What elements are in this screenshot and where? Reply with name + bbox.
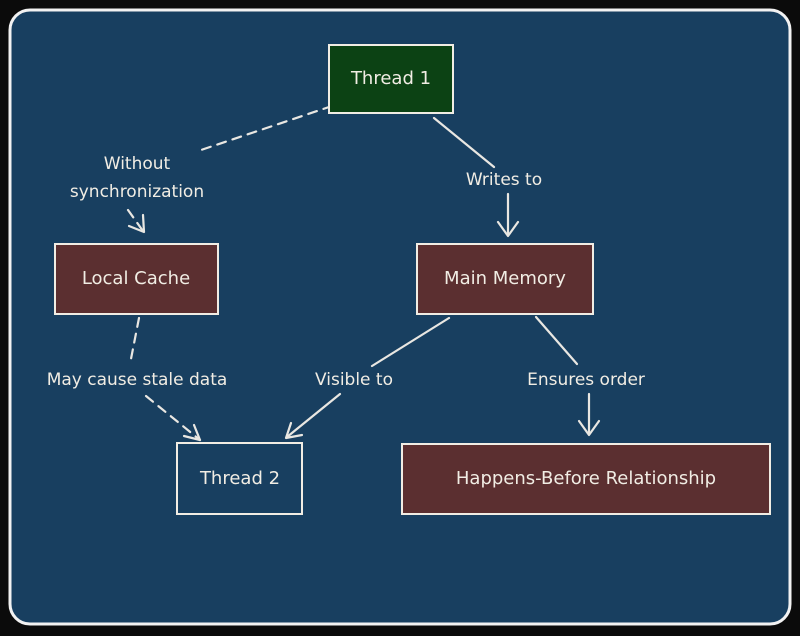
arrowhead-happens-before xyxy=(577,419,601,437)
edge-thread1-to-local-cache xyxy=(196,104,334,153)
arrowhead-thread2-right xyxy=(284,421,304,440)
node-thread2-box xyxy=(176,442,303,515)
edge-labels: Without synchronization Writes to May ca… xyxy=(47,154,645,390)
edge-thread1-to-main-memory xyxy=(432,116,496,169)
label-ensures-order: Ensures order xyxy=(527,370,645,390)
node-thread2-label: Thread 2 xyxy=(199,468,280,489)
node-happens-before-box xyxy=(401,443,771,515)
node-thread1-label: Thread 1 xyxy=(350,68,431,89)
arrowhead-local-cache xyxy=(127,213,146,234)
node-thread2: Thread 2 xyxy=(176,442,303,515)
label-without-synchronization-line1: Without xyxy=(104,154,171,174)
arrowhead-main-memory xyxy=(496,220,520,238)
edge-local-cache-to-thread2-tail xyxy=(144,394,202,442)
label-without-synchronization-line2: synchronization xyxy=(70,182,204,202)
node-main-memory-label: Main Memory xyxy=(444,268,566,289)
edges xyxy=(126,104,601,442)
node-thread1: Thread 1 xyxy=(328,44,454,114)
node-main-memory-box xyxy=(416,243,594,315)
edge-local-cache-to-thread2 xyxy=(128,316,141,366)
label-visible-to: Visible to xyxy=(315,370,393,390)
node-local-cache-label: Local Cache xyxy=(82,268,190,289)
edge-main-memory-to-thread2 xyxy=(370,316,451,368)
node-happens-before: Happens-Before Relationship xyxy=(401,443,771,515)
edge-main-memory-to-happens-before xyxy=(534,315,579,366)
label-may-cause-stale-data: May cause stale data xyxy=(47,370,228,390)
edge-thread1-to-local-cache-tail xyxy=(126,208,145,233)
node-local-cache-box xyxy=(54,243,219,315)
arrowhead-thread2-left xyxy=(182,423,202,442)
label-writes-to: Writes to xyxy=(466,170,542,190)
node-main-memory: Main Memory xyxy=(416,243,594,315)
node-thread1-box xyxy=(328,44,454,114)
edge-main-memory-to-thread2-tail xyxy=(285,392,342,439)
node-local-cache: Local Cache xyxy=(54,243,219,315)
node-happens-before-label: Happens-Before Relationship xyxy=(456,468,716,489)
